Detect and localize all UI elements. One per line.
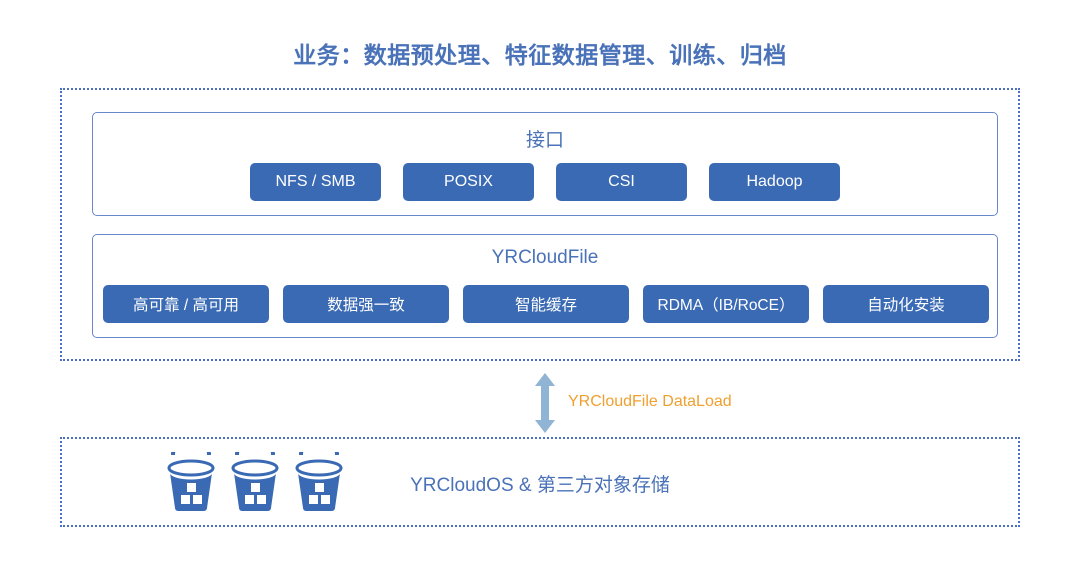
double-headed-vertical-arrow-icon <box>533 373 557 433</box>
feature-button-auto-install[interactable]: 自动化安装 <box>823 285 989 323</box>
yrcloudfile-feature-button-row: 高可靠 / 高可用 数据强一致 智能缓存 RDMA（IB/RoCE） 自动化安装 <box>103 285 989 323</box>
bucket-icon-group <box>165 452 345 514</box>
interface-panel: 接口 NFS / SMB POSIX CSI Hadoop <box>92 112 998 216</box>
feature-button-high-availability[interactable]: 高可靠 / 高可用 <box>103 285 269 323</box>
feature-button-rdma[interactable]: RDMA（IB/RoCE） <box>643 285 809 323</box>
dataload-label: YRCloudFile DataLoad <box>568 393 732 410</box>
bucket-icon <box>293 452 345 514</box>
bucket-icon <box>165 452 217 514</box>
protocol-button-csi[interactable]: CSI <box>556 163 687 201</box>
storage-layer-container <box>60 437 1020 527</box>
interface-panel-heading: 接口 <box>525 130 564 151</box>
feature-button-strong-consistency[interactable]: 数据强一致 <box>283 285 449 323</box>
protocol-button-posix[interactable]: POSIX <box>403 163 534 201</box>
yrcloudfile-panel: YRCloudFile 高可靠 / 高可用 数据强一致 智能缓存 RDMA（IB… <box>92 234 998 338</box>
protocol-button-nfs-smb[interactable]: NFS / SMB <box>250 163 381 201</box>
storage-layer-label: YRCloudOS & 第三方对象存储 <box>410 475 670 496</box>
feature-button-smart-cache[interactable]: 智能缓存 <box>463 285 629 323</box>
bucket-icon <box>229 452 281 514</box>
page-title: 业务：数据预处理、特征数据管理、训练、归档 <box>293 42 787 68</box>
protocol-button-hadoop[interactable]: Hadoop <box>709 163 840 201</box>
interface-protocol-button-row: NFS / SMB POSIX CSI Hadoop <box>93 163 997 201</box>
yrcloudfile-panel-heading: YRCloudFile <box>491 247 599 268</box>
